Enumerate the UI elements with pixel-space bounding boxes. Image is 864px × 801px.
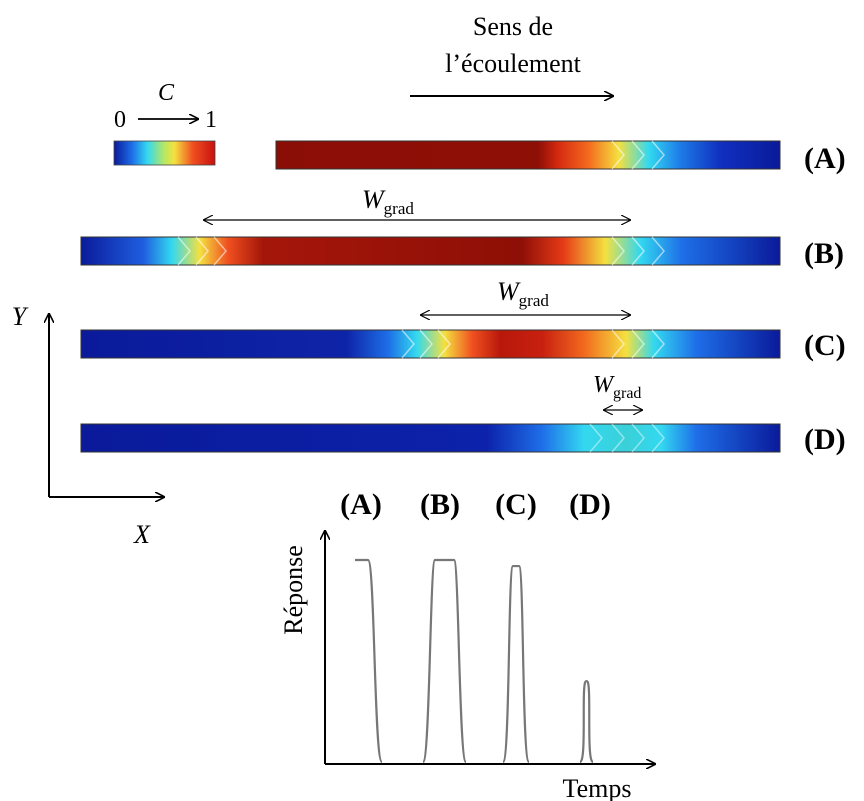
flow-direction: Sens de l’écoulement — [410, 12, 613, 96]
response-peak-b — [421, 558, 468, 764]
colorbar-max: 1 — [205, 107, 217, 133]
response-peak-c — [501, 564, 531, 764]
wgrad-b: Wgrad — [204, 185, 630, 220]
channel-d: (D) — [80, 423, 846, 456]
channel-c: (C) — [80, 329, 846, 362]
channel-a: (A) — [275, 140, 846, 175]
channel-a-label: (A) — [804, 142, 846, 175]
response-y-label: Réponse — [279, 545, 308, 635]
response-curves — [355, 558, 595, 764]
colorbar-variable: C — [158, 80, 175, 106]
flow-label-line2: l’écoulement — [445, 49, 581, 78]
channel-d-label: (D) — [804, 423, 846, 456]
wgrad-d: Wgrad — [593, 372, 642, 410]
peak-label-b: (B) — [420, 488, 460, 521]
response-x-label: Temps — [563, 774, 632, 801]
peak-label-c: (C) — [495, 488, 537, 521]
channel-c-chevrons — [401, 329, 665, 359]
wgrad-c-label: Wgrad — [497, 277, 549, 310]
channel-b-label: (B) — [804, 237, 844, 270]
peak-label-a: (A) — [340, 488, 382, 521]
colorbar: C 0 1 — [113, 80, 217, 166]
channel-b-chevrons — [177, 236, 665, 266]
y-axis-label: Y — [12, 302, 29, 331]
colorbar-gradient — [113, 140, 216, 166]
wgrad-d-label: Wgrad — [593, 372, 641, 402]
wgrad-c: Wgrad — [421, 277, 630, 315]
channel-a-bar — [275, 140, 781, 170]
channel-c-bar — [80, 329, 781, 359]
response-plot: (A) (B) (C) (D) Réponse Temps — [279, 488, 655, 801]
channel-d-chevrons — [589, 423, 665, 453]
x-axis-label: X — [133, 520, 151, 549]
channel-b-bar — [80, 236, 781, 266]
colorbar-min: 0 — [114, 107, 126, 133]
flow-label-line1: Sens de — [473, 12, 553, 41]
channel-a-chevrons — [611, 140, 665, 170]
peak-label-d: (D) — [569, 488, 611, 521]
response-peak-a — [355, 558, 384, 764]
wgrad-b-label: Wgrad — [362, 185, 414, 218]
xy-axes: Y X — [12, 302, 164, 549]
channel-d-bar — [80, 423, 781, 453]
response-peak-d — [578, 680, 595, 764]
channel-b: (B) — [80, 236, 844, 270]
channel-c-label: (C) — [804, 329, 846, 362]
